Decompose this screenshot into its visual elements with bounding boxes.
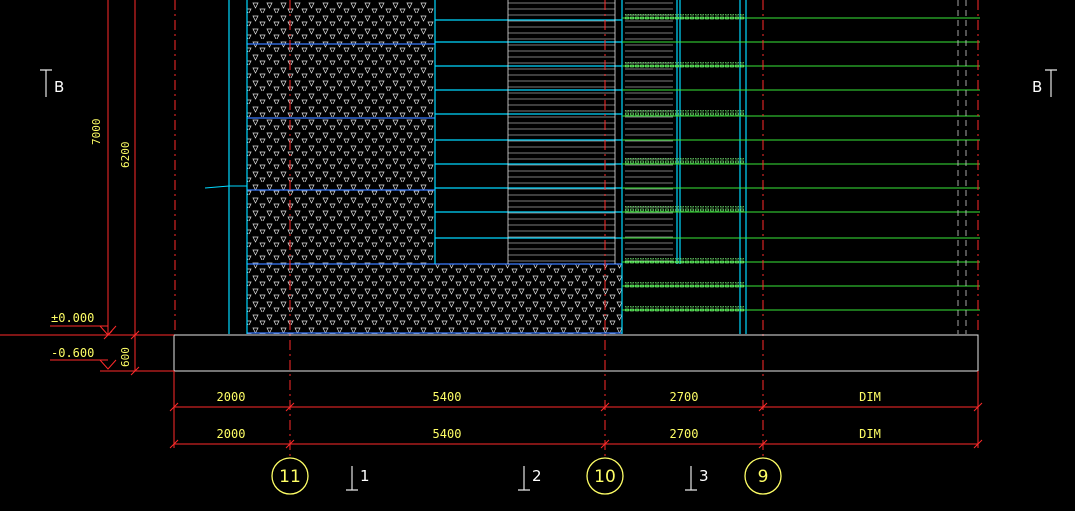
hatched-wall-left	[247, 0, 435, 334]
foundation	[0, 334, 979, 372]
svg-text:9: 9	[758, 467, 769, 487]
hatched-wall-bottom	[435, 264, 622, 334]
elevation-markers	[50, 325, 117, 370]
section-cut-1: 1	[346, 466, 370, 491]
dim-row2-seg1: 2000	[217, 427, 246, 441]
svg-text:2: 2	[532, 467, 542, 485]
dimension-row-1: 2000 5400 2700 DIM	[217, 390, 881, 404]
svg-text:1: 1	[360, 467, 370, 485]
dim-row2-seg3: 2700	[670, 427, 699, 441]
dim-row1-seg1: 2000	[217, 390, 246, 404]
dim-upper-6200: 6200	[119, 142, 132, 169]
dim-row1-seg4: DIM	[859, 390, 881, 404]
dim-row1-seg3: 2700	[670, 390, 699, 404]
svg-text:B: B	[54, 78, 64, 96]
section-marker-left: B	[40, 69, 64, 97]
wall-hatch-regions	[247, 0, 622, 334]
section-cut-2: 2	[518, 466, 542, 491]
center-grating	[507, 0, 673, 264]
white-dashed-lines	[957, 0, 967, 334]
dim-row2-seg2: 5400	[433, 427, 462, 441]
svg-text:11: 11	[279, 467, 301, 487]
dim-row1-seg2: 5400	[433, 390, 462, 404]
green-panel-lines	[622, 17, 980, 311]
section-cut-3: 3	[685, 466, 709, 491]
svg-text:B: B	[1032, 78, 1042, 96]
svg-text:3: 3	[699, 467, 709, 485]
axis-bubble-11: 11	[271, 457, 309, 495]
red-axis-lines	[174, 0, 979, 460]
vertical-dimension-lines	[100, 0, 140, 376]
dim-footing-600: 600	[119, 347, 132, 367]
section-marker-right: B	[1032, 69, 1057, 97]
dim-total-7000: 7000	[90, 119, 103, 146]
dim-row2-seg4: DIM	[859, 427, 881, 441]
horizontal-dimension-lines	[169, 371, 983, 449]
elevation-ground-label: ±0.000	[51, 311, 94, 325]
axis-bubble-10: 10	[586, 457, 624, 495]
svg-text:10: 10	[594, 467, 616, 487]
axis-bubble-9: 9	[744, 457, 782, 495]
elevation-basement-label: -0.600	[51, 346, 94, 360]
green-ladder-strips	[625, 14, 745, 312]
dimension-row-2: 2000 5400 2700 DIM	[217, 427, 881, 441]
